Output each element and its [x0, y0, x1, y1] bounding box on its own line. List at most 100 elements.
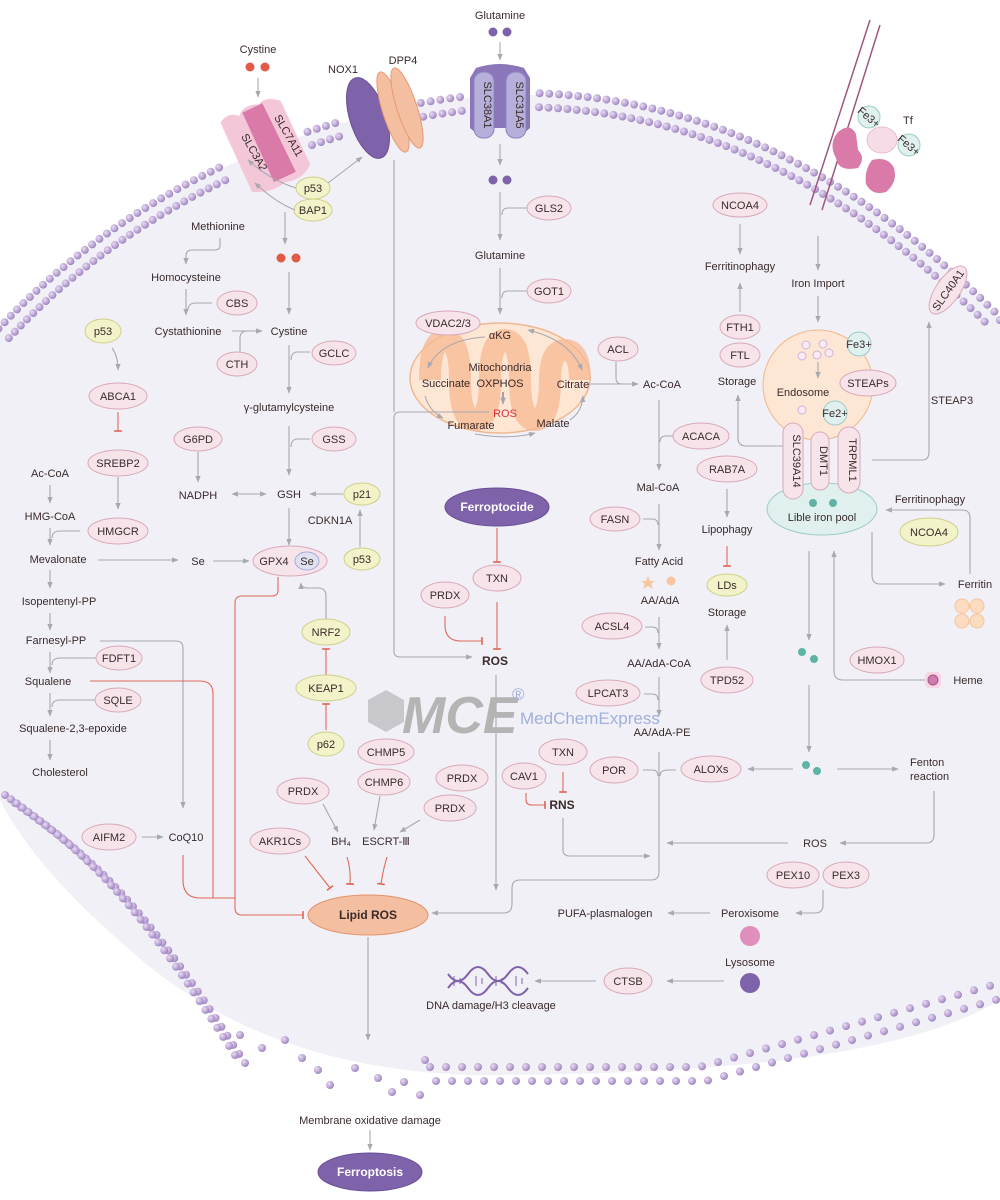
lysosome-label: Lysosome	[725, 957, 775, 969]
fatty-acid-label: Fatty Acid	[635, 556, 683, 568]
lipid-head	[973, 310, 982, 319]
gsh-label: GSH	[277, 489, 301, 501]
lipid-head	[874, 1013, 882, 1022]
tf-label: Tf	[903, 115, 914, 127]
pex3-label: PEX3	[832, 870, 860, 882]
lipid-head	[896, 1022, 904, 1031]
ferritin-label: Ferritin	[958, 579, 992, 591]
lipid-head	[59, 263, 68, 271]
lipid-head	[400, 1078, 408, 1086]
lipid-head	[574, 92, 583, 100]
oxphos-label: OXPHOS	[476, 378, 523, 390]
lipid-head	[925, 248, 934, 257]
lipid-head	[771, 163, 780, 172]
lipid-head	[818, 189, 827, 198]
gamma-glutamylcysteine-label: γ-glutamylcysteine	[244, 402, 334, 414]
tpd52-label: TPD52	[710, 675, 744, 687]
lipid-head	[560, 1077, 568, 1085]
ferritinophagy-right-label: Ferritinophagy	[895, 494, 966, 506]
lipid-head	[39, 280, 47, 289]
lipid-head	[692, 116, 701, 125]
nox1-label: NOX1	[328, 64, 358, 76]
lipid-head	[528, 1077, 536, 1085]
storage-iron-label: Storage	[718, 376, 757, 388]
lipid-head	[888, 219, 897, 228]
glutamine-intracellular-dot	[488, 175, 498, 185]
dna-damage-label: DNA damage/H3 cleavage	[426, 1000, 556, 1012]
lipid-head	[32, 286, 41, 295]
lipid-head	[54, 831, 63, 840]
lipid-head	[931, 271, 939, 280]
lipid-head	[438, 109, 447, 118]
lipid-head	[0, 318, 9, 327]
lipid-head	[496, 1077, 504, 1085]
lipid-head	[111, 241, 119, 249]
lipid-head	[314, 1066, 322, 1074]
iron-dot	[810, 655, 818, 663]
lds-node	[706, 573, 748, 597]
lipid-head	[662, 122, 671, 131]
lipid-head	[697, 133, 705, 141]
lipid-head	[903, 230, 912, 239]
cystine-intracellular-dot	[291, 253, 301, 263]
chmp6-node	[357, 768, 411, 796]
lipid-head	[705, 135, 714, 144]
lipid-head	[879, 230, 888, 239]
slc7a11-slc3a2-transporter: SLC3A2 SLC7A11	[220, 98, 311, 193]
lipid-head	[219, 1032, 228, 1041]
lipid-head	[65, 841, 74, 850]
lipid-head	[154, 938, 163, 947]
keap1-label: KEAP1	[308, 683, 343, 695]
fe2-ion	[822, 400, 848, 426]
lipid-head	[71, 846, 80, 855]
iron-dot	[809, 499, 817, 507]
prdx-right-label: PRDX	[447, 773, 478, 785]
lipid-head	[778, 1040, 786, 1048]
lipid-head	[0, 324, 3, 333]
slc39a14-label: SLC39A14	[790, 434, 802, 487]
lipid-head	[25, 292, 34, 301]
srebp2-node	[87, 449, 149, 477]
lipid-head	[634, 1063, 642, 1071]
dna-icon	[447, 966, 529, 996]
mevalonate-label: Mevalonate	[30, 554, 87, 566]
lipid-head	[281, 1036, 289, 1044]
lipid-head	[130, 908, 139, 917]
lipid-head	[727, 129, 736, 138]
membrane-oxidative-damage-label: Membrane oxidative damage	[299, 1115, 441, 1127]
methionine-label: Methionine	[191, 221, 245, 233]
lipid-head	[675, 111, 684, 120]
lipid-head	[172, 201, 181, 210]
lipid-head	[133, 208, 142, 217]
lipid-head	[803, 180, 812, 189]
lipid-head	[133, 225, 142, 234]
lipid-head	[374, 1074, 382, 1082]
lipid-head	[118, 219, 126, 228]
lipid-head	[201, 1005, 210, 1014]
lipid-head	[570, 1063, 578, 1071]
lipid-head	[113, 887, 122, 896]
lipid-head	[231, 1051, 239, 1059]
lipid-head	[969, 287, 978, 296]
star-icon	[641, 576, 655, 589]
lipid-head	[12, 799, 21, 808]
lipid-head	[768, 1058, 776, 1067]
mito-ros-label: ROS	[493, 408, 517, 420]
fth1-label: FTH1	[726, 322, 754, 334]
farnesyl-pp-label: Farnesyl-PP	[26, 635, 87, 647]
lipid-head	[118, 235, 127, 244]
lipid-head	[101, 874, 110, 883]
lipid-head	[421, 1056, 429, 1064]
lipid-head	[457, 106, 466, 115]
got1-label: GOT1	[534, 286, 564, 298]
lipid-head	[618, 1063, 626, 1071]
glutamine-dot	[502, 27, 512, 37]
lipid-head	[522, 1063, 530, 1071]
lipid-head	[996, 316, 1000, 324]
p53-abca1-node	[84, 318, 122, 344]
txn-rns-node	[538, 738, 588, 766]
lipid-head	[864, 1031, 872, 1040]
lipid-head	[747, 152, 755, 161]
lipid-head	[335, 132, 344, 141]
lipid-ros-node	[307, 894, 429, 936]
